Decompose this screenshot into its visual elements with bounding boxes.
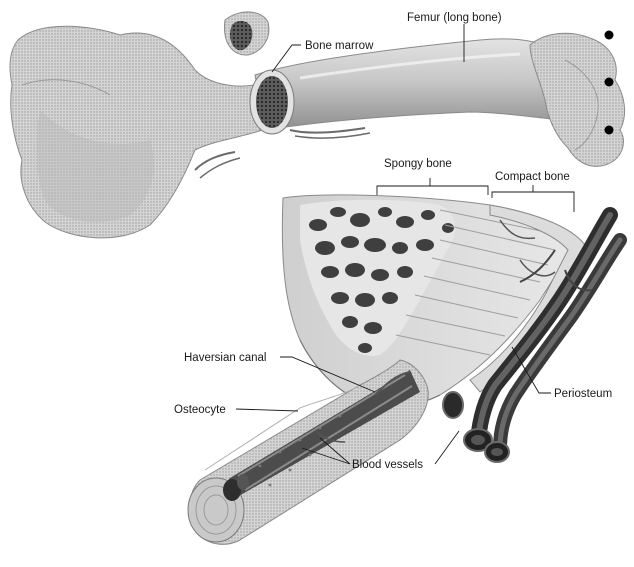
label-femur: Femur (long bone): [407, 12, 502, 24]
label-bone-marrow: Bone marrow: [305, 40, 374, 52]
blood-vessel-opening: [443, 392, 463, 418]
bullet-dot: [605, 126, 614, 135]
bullet-dot: [605, 78, 614, 87]
label-blood-vessels: Blood vessels: [352, 459, 423, 471]
label-spongy-bone: Spongy bone: [384, 158, 452, 170]
bracket-spongy-bone: [377, 178, 488, 195]
label-periosteum: Periosteum: [554, 388, 612, 400]
label-compact-bone: Compact bone: [495, 171, 570, 183]
femur-shaft: [255, 39, 560, 130]
label-haversian-canal: Haversian canal: [184, 352, 266, 364]
bullet-dot: [605, 31, 614, 40]
label-osteocyte: Osteocyte: [174, 404, 226, 416]
leader-osteocyte: [236, 409, 298, 411]
osteon-cylinder: [188, 360, 428, 544]
